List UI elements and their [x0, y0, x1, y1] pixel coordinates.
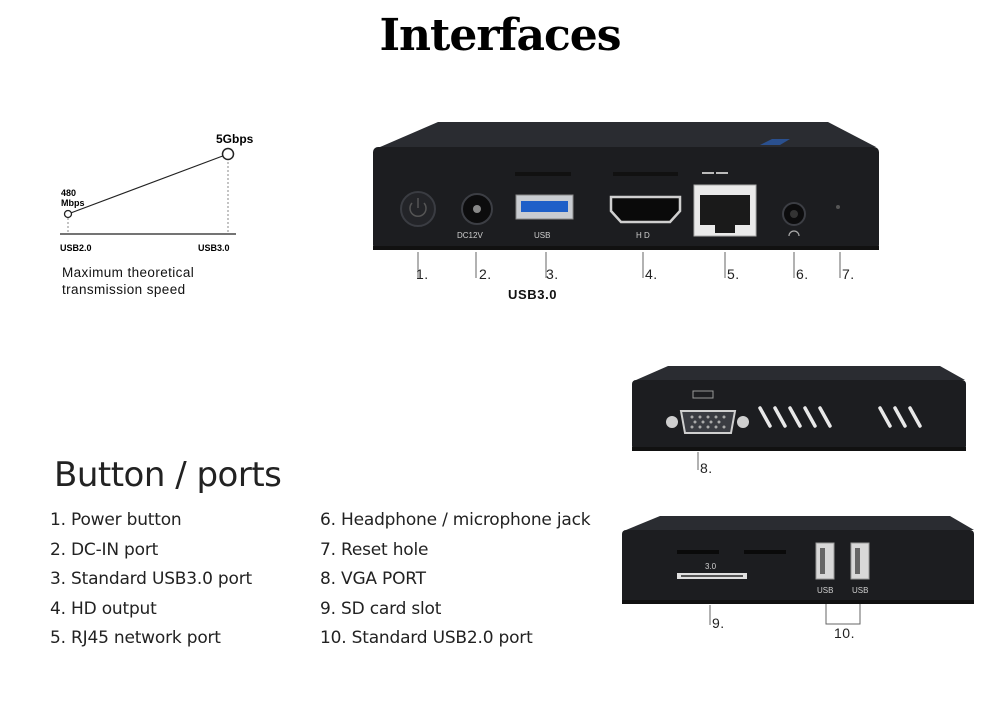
- chart-caption: Maximum theoretical transmission speed: [62, 264, 194, 298]
- list-item: 6. Headphone / microphone jack: [320, 510, 591, 530]
- callout-5: 5.: [727, 266, 740, 282]
- ports-list-left: 1. Power button 2. DC-IN port 3. Standar…: [50, 510, 252, 658]
- low-value-label-line2: Mbps: [61, 198, 85, 208]
- hdmi-port-icon: [609, 195, 682, 224]
- usb3-note: USB3.0: [508, 287, 558, 302]
- chart-caption-line1: Maximum theoretical: [62, 265, 195, 280]
- x-label-usb2: USB2.0: [60, 243, 92, 253]
- front-callout-lines: [417, 252, 841, 278]
- usb-port-label: USB: [534, 231, 550, 240]
- front-logo-icon: [760, 139, 790, 145]
- chart-caption-line2: transmission speed: [62, 282, 186, 297]
- callout-6: 6.: [796, 266, 809, 282]
- x-label-usb3: USB3.0: [198, 243, 230, 253]
- sd-slot-label: 3.0: [705, 562, 717, 571]
- vent-slots-icon: [758, 406, 922, 428]
- back-device-view: [632, 366, 966, 470]
- side-callout-lines: [709, 604, 861, 625]
- front-top-surface: [380, 122, 876, 147]
- callout-8: 8.: [700, 460, 713, 476]
- side-panel: [622, 530, 974, 604]
- callout-4: 4.: [645, 266, 658, 282]
- front-slot-1: [515, 172, 571, 176]
- power-button-icon: [400, 191, 436, 227]
- reset-hole-icon: [836, 205, 840, 209]
- network-icon: [702, 172, 714, 174]
- usb3-point: [221, 147, 235, 161]
- front-slot-2: [613, 172, 678, 176]
- list-item: 5. RJ45 network port: [50, 628, 221, 648]
- speed-comparison-chart: 5Gbps 480 Mbps USB2.0 USB3.0: [60, 132, 254, 253]
- callout-10: 10.: [834, 625, 855, 641]
- usb2-left-label: USB: [817, 586, 833, 595]
- list-item: 7. Reset hole: [320, 539, 429, 560]
- callout-1: 1.: [416, 266, 429, 282]
- dc-port-label: DC12V: [457, 231, 483, 240]
- side-device-view: 3.0 USB USB: [622, 516, 974, 625]
- vga-screw-right-icon: [737, 416, 749, 428]
- vga-screw-left-icon: [666, 416, 678, 428]
- callout-2: 2.: [479, 266, 492, 282]
- usb2-right-label: USB: [852, 586, 868, 595]
- button-ports-heading: Button / ports: [54, 455, 282, 495]
- hd-port-label: H D: [636, 231, 650, 240]
- back-top-surface: [636, 366, 965, 380]
- headphone-symbol-icon: [788, 230, 800, 237]
- list-item: 4. HD output: [50, 598, 157, 619]
- vga-symbol-icon: [692, 390, 714, 399]
- side-slot-1: [677, 550, 719, 554]
- callout-7: 7.: [842, 266, 855, 282]
- side-top-surface: [626, 516, 974, 530]
- callout-9: 9.: [712, 615, 725, 631]
- speed-line: [67, 153, 229, 215]
- page-title: Interfaces: [379, 10, 621, 61]
- front-device-view: DC12V USB H D: [373, 122, 879, 278]
- usb2-point: [63, 209, 73, 219]
- side-slot-2: [744, 550, 786, 554]
- high-value-label: 5Gbps: [216, 132, 254, 146]
- list-item: 3. Standard USB3.0 port: [50, 569, 252, 589]
- list-item: 8. VGA PORT: [320, 569, 426, 589]
- callout-3: 3.: [546, 266, 559, 282]
- ports-list-right: 6. Headphone / microphone jack 7. Reset …: [320, 510, 591, 658]
- front-bottom-edge: [373, 246, 879, 250]
- list-item: 10. Standard USB2.0 port: [320, 628, 533, 648]
- list-item: 2. DC-IN port: [50, 539, 159, 560]
- low-value-label-line1: 480: [61, 188, 76, 198]
- list-item: 1. Power button: [50, 510, 182, 530]
- power-symbol-icon: [409, 202, 427, 218]
- list-item: 9. SD card slot: [320, 598, 442, 619]
- vga-port-icon: [679, 410, 737, 434]
